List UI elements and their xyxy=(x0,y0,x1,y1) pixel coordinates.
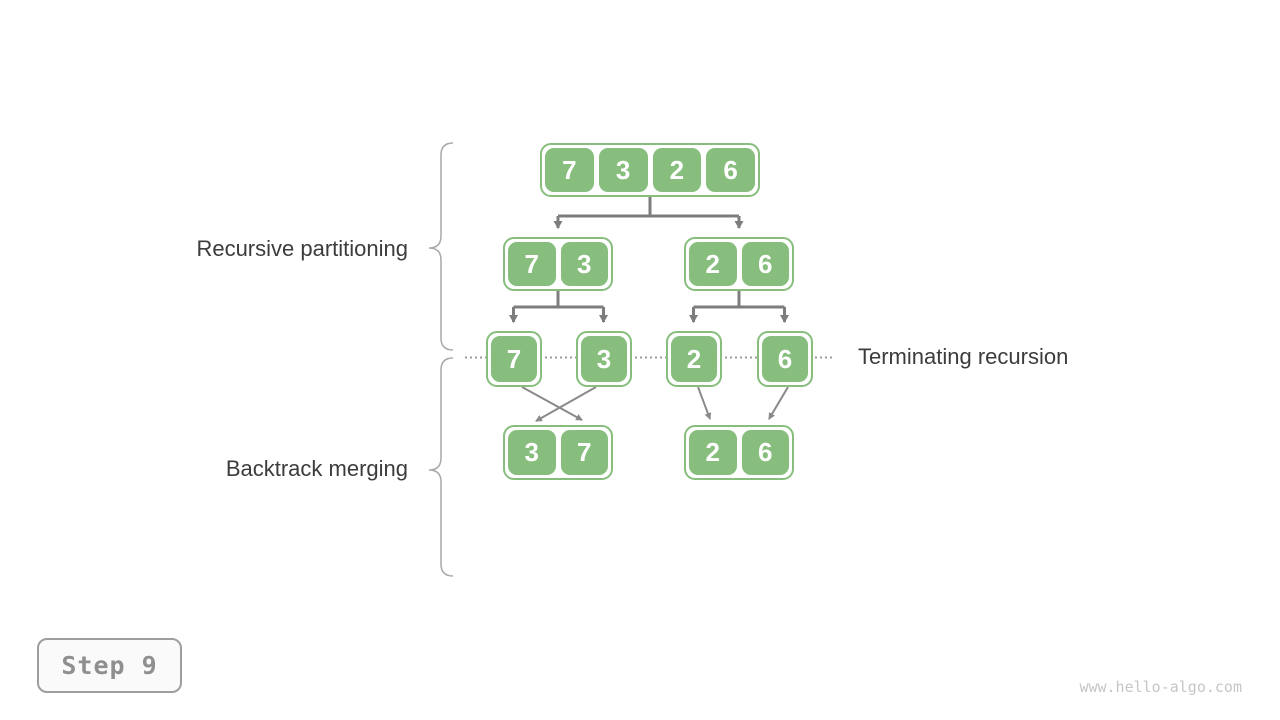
array-level4-left: 3 7 xyxy=(503,425,613,480)
array-cell: 6 xyxy=(741,430,789,475)
merge-arrow-3 xyxy=(535,386,597,422)
step-badge: Step 9 xyxy=(37,638,182,693)
merge-arrow-7 xyxy=(521,386,583,421)
array-cell: 7 xyxy=(508,242,556,286)
array-level3-3: 6 xyxy=(757,331,813,387)
array-cell: 2 xyxy=(652,148,702,192)
array-cell: 6 xyxy=(762,336,808,382)
array-level2-right: 2 6 xyxy=(684,237,794,291)
array-level1: 7 3 2 6 xyxy=(540,143,760,197)
watermark: www.hello-algo.com xyxy=(1079,678,1242,696)
brace-backtrack-merging xyxy=(428,357,454,577)
merge-arrow-2 xyxy=(697,386,712,420)
array-cell: 2 xyxy=(689,242,737,286)
array-level3-1: 3 xyxy=(576,331,632,387)
array-cell: 7 xyxy=(491,336,537,382)
merge-arrow-6 xyxy=(768,386,789,420)
array-level3-0: 7 xyxy=(486,331,542,387)
array-level4-right: 2 6 xyxy=(684,425,794,480)
label-terminating-recursion: Terminating recursion xyxy=(858,344,1069,369)
connector-l1-l2 xyxy=(558,197,739,218)
label-recursive-partitioning: Recursive partitioning xyxy=(196,236,408,261)
array-level3-2: 2 xyxy=(666,331,722,387)
array-cell: 2 xyxy=(689,430,737,475)
connector-l2l-l3 xyxy=(513,291,604,309)
array-cell: 3 xyxy=(560,242,608,286)
array-cell: 7 xyxy=(560,430,608,475)
array-cell: 7 xyxy=(545,148,594,192)
brace-recursive-partitioning xyxy=(428,142,454,351)
label-backtrack-merging: Backtrack merging xyxy=(225,456,408,481)
array-cell: 2 xyxy=(671,336,717,382)
array-cell: 3 xyxy=(508,430,556,475)
connector-l2r-l3 xyxy=(693,291,785,309)
array-level2-left: 7 3 xyxy=(503,237,613,291)
array-cell: 6 xyxy=(706,148,755,192)
array-cell: 3 xyxy=(581,336,627,382)
array-cell: 6 xyxy=(741,242,789,286)
array-cell: 3 xyxy=(598,148,648,192)
